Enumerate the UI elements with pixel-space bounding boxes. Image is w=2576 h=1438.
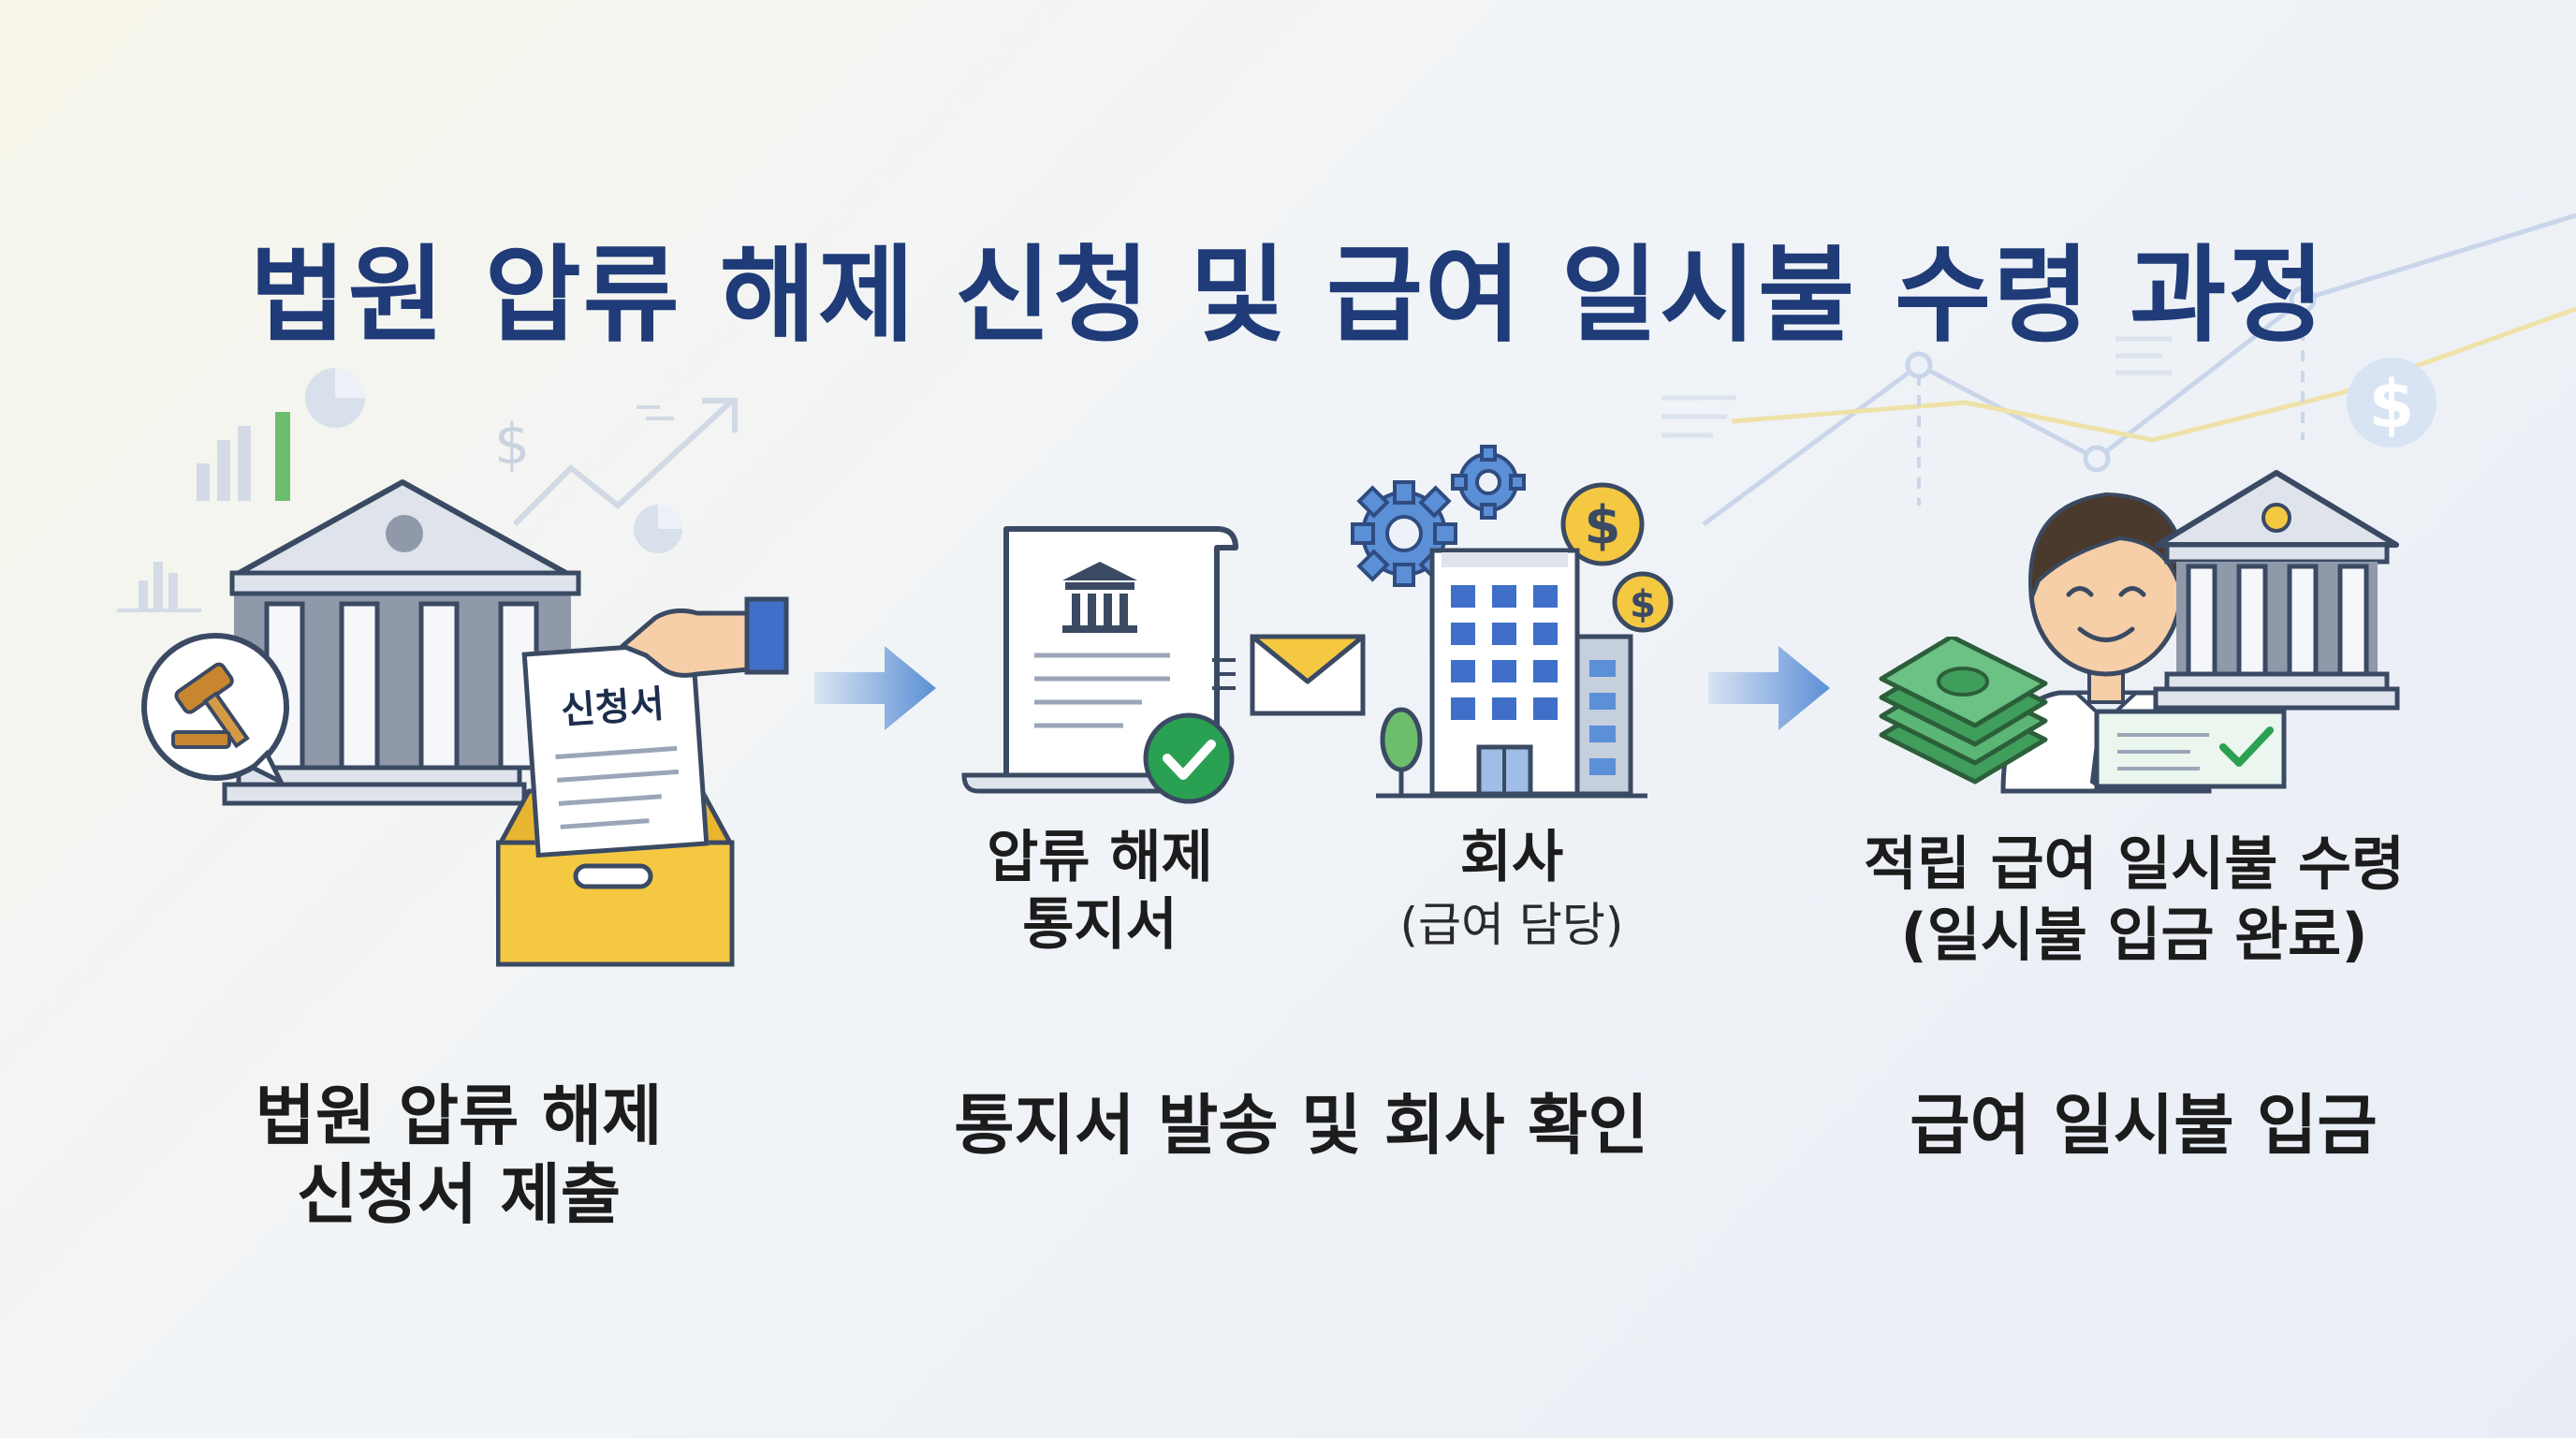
svg-text:$: $: [2369, 366, 2415, 443]
result-label: 적립 급여 일시불 수령 (일시불 입금 완료): [1835, 829, 2434, 971]
application-document-icon: 신청서: [521, 639, 710, 858]
gavel-icon: [141, 633, 289, 786]
step1-caption-line1: 법원 압류 해제: [255, 1078, 663, 1154]
gear-icon: [1351, 445, 1526, 587]
envelope-icon: [1212, 634, 1366, 716]
step2-caption: 통지서 발송 및 회사 확인: [954, 1087, 1648, 1164]
step3-caption: 급여 일시불 입금: [1910, 1087, 2378, 1164]
arrow-right-icon: [814, 646, 936, 730]
step1-caption-line2: 신청서 제출: [296, 1156, 622, 1233]
svg-text:$: $: [1630, 583, 1656, 626]
court-building-icon: [222, 479, 581, 806]
notice-label: 압류 해제 통지서: [955, 824, 1245, 959]
svg-text:$: $: [1585, 495, 1621, 556]
bank-building-icon: [2153, 470, 2400, 711]
result-label-line2: (일시불 입금 완료): [1900, 901, 2368, 969]
notice-label-line1: 압류 해제: [987, 825, 1213, 890]
check-badge-icon: [1143, 712, 1235, 804]
dollar-coin-icon: $ $: [1560, 482, 1674, 633]
svg-text:$: $: [494, 412, 530, 477]
company-label-name: 회사: [1459, 825, 1564, 890]
company-label: 회사 (급여 담당): [1367, 824, 1657, 959]
hand-icon: [620, 596, 789, 678]
money-stack-icon: [1879, 637, 2048, 785]
page-title: 법원 압류 해제 신청 및 급여 일시불 수령 과정: [249, 235, 2327, 358]
notice-label-line2: 통지서: [1022, 892, 1178, 958]
result-label-line1: 적립 급여 일시불 수령: [1863, 829, 2406, 898]
company-building-icon: [1376, 548, 1647, 799]
arrow-right-icon: [1708, 646, 1830, 730]
cheque-icon: [2094, 709, 2287, 789]
company-sublabel: (급여 담당): [1399, 898, 1624, 952]
step1-caption: 법원 압류 해제 신청서 제출: [215, 1077, 702, 1234]
